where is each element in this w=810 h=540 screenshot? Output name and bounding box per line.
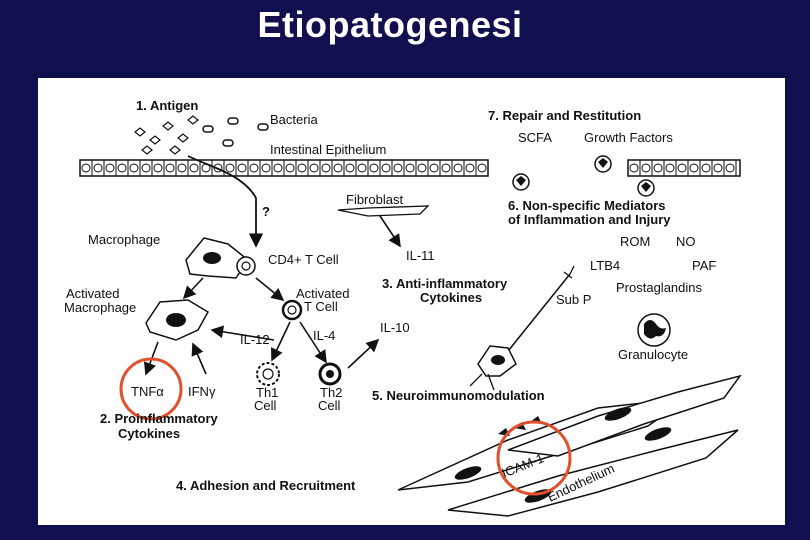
granulocyte-label: Granulocyte [618, 347, 688, 362]
diagram-panel: 1. Antigen Bacteria Intestinal Epitheliu… [38, 78, 785, 525]
no-label: NO [676, 234, 696, 249]
bacteria-label: Bacteria [270, 112, 318, 127]
granulocytes-migrating [512, 155, 655, 197]
section-5-label: 5. Neuroimmunomodulation [372, 388, 545, 403]
th1-label-1: Th1 [256, 385, 278, 400]
section-3-label-2: Cytokines [420, 290, 482, 305]
section-7-label: 7. Repair and Restitution [488, 108, 641, 123]
slide-title: Etiopatogenesi [257, 4, 523, 45]
antigen-arrow [187, 155, 264, 248]
section-3-label-1: 3. Anti-inflammatory [382, 276, 508, 291]
section-6-label-1: 6. Non-specific Mediators [508, 198, 665, 213]
question-mark: ? [262, 204, 270, 219]
growth-factors-label: Growth Factors [584, 130, 673, 145]
rom-label: ROM [620, 234, 650, 249]
activated-macrophage-label-1: Activated [66, 286, 119, 301]
prostaglandins-label: Prostaglandins [616, 280, 702, 295]
sub-p-label: Sub P [556, 292, 591, 307]
bacteria-particles [202, 117, 269, 147]
ltb4-label: LTB4 [590, 258, 620, 273]
th1-label-2: Cell [254, 398, 277, 413]
paf-label: PAF [692, 258, 716, 273]
th2-label-2: Cell [318, 398, 341, 413]
section-2-label-2: Cytokines [118, 426, 180, 441]
section-1-label: 1. Antigen [136, 98, 198, 113]
section-6-label-2: of Inflammation and Injury [508, 212, 671, 227]
section-2-label-1: 2. Proinflammatory [100, 411, 219, 426]
pathogenesis-diagram: 1. Antigen Bacteria Intestinal Epitheliu… [64, 98, 742, 517]
antigen-particles [134, 115, 199, 155]
epithelium-label: Intestinal Epithelium [270, 142, 386, 157]
cd4-cell [236, 256, 256, 276]
cd4-label: CD4+ T Cell [268, 252, 339, 267]
th2-label-1: Th2 [320, 385, 342, 400]
macrophage-label: Macrophage [88, 232, 160, 247]
tnf-highlight-circle [119, 357, 183, 421]
fibroblast-label: Fibroblast [346, 192, 403, 207]
intestinal-epithelium-bar [79, 159, 741, 177]
activated-tcell-label-1: Activated [296, 286, 349, 301]
icam-highlight-circle [496, 420, 572, 496]
il4-label: IL-4 [313, 328, 335, 343]
scfa-label: SCFA [518, 130, 552, 145]
activated-tcell-label-2: T Cell [304, 299, 338, 314]
activated-macrophage-label-2: Macrophage [64, 300, 136, 315]
il10-label: IL-10 [380, 320, 410, 335]
section-4-label: 4. Adhesion and Recruitment [176, 478, 356, 493]
ifn-label: IFNγ [188, 384, 216, 399]
tnf-label: TNFα [131, 384, 164, 399]
il11-label: IL-11 [406, 248, 435, 263]
fibroblast-cell [337, 205, 430, 217]
il12-label: IL-12 [240, 332, 270, 347]
